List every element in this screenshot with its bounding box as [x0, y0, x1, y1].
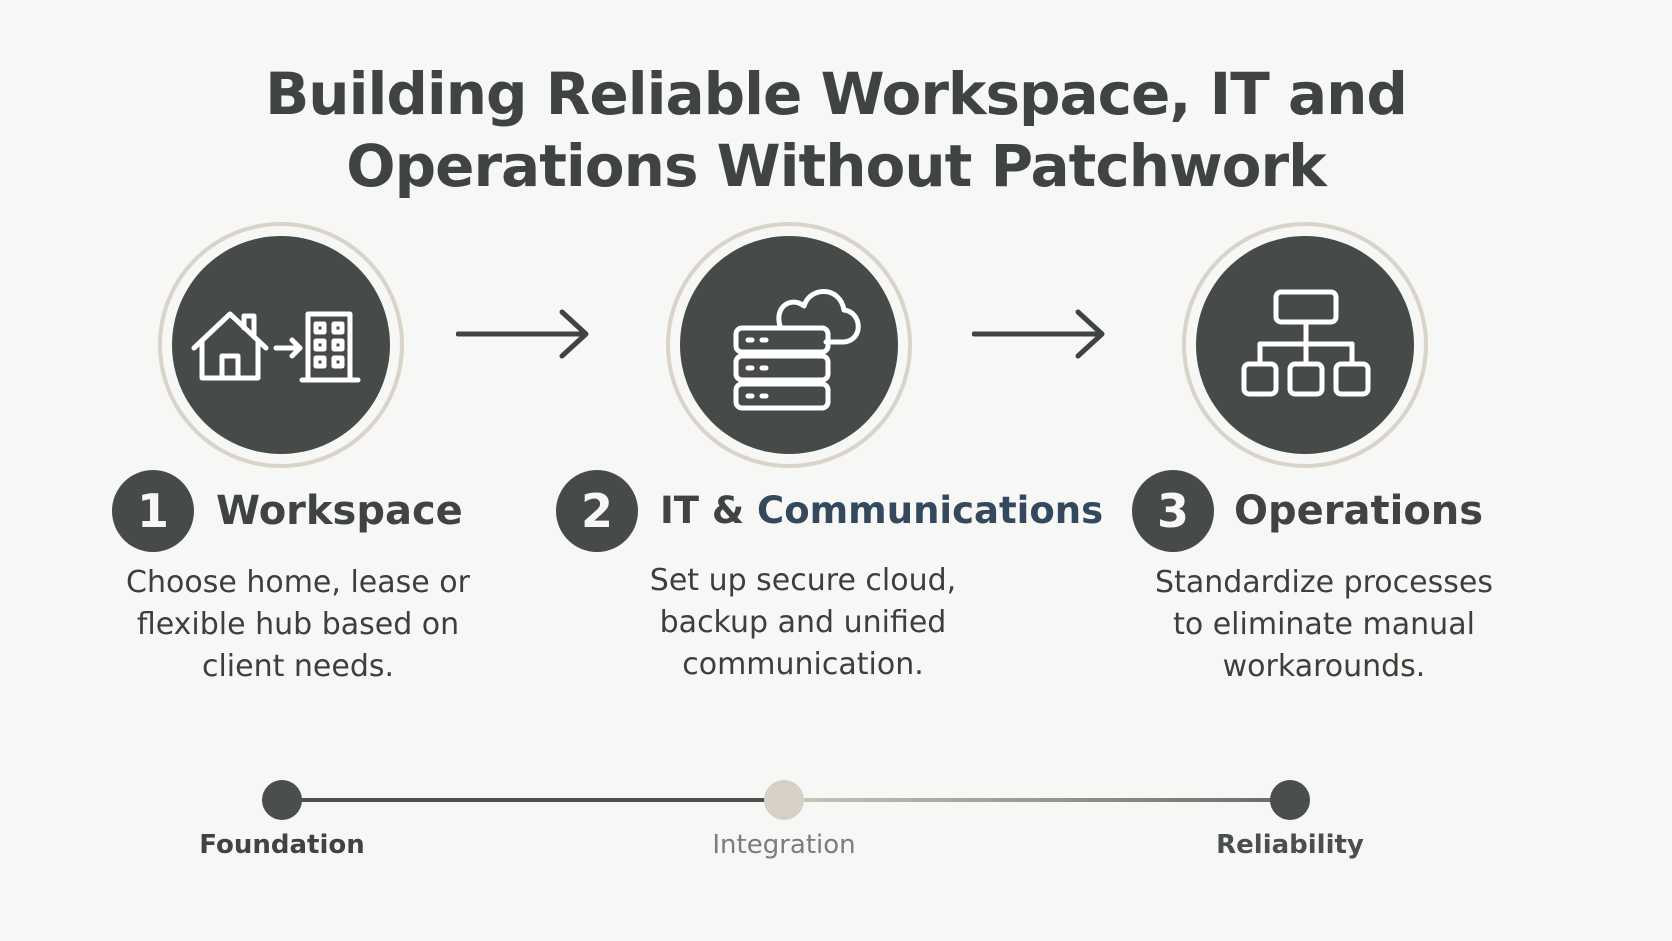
org-chart-icon [1241, 289, 1371, 397]
operations-icon-circle [1182, 222, 1428, 468]
title-line-2: Operations Without Patchwork [346, 132, 1326, 200]
step-description-it: Set up secure cloud, backup and unified … [649, 563, 957, 682]
step-title-operations: Operations [1234, 488, 1484, 534]
step-description-workspace: Choose home, lease or flexible hub based… [126, 565, 470, 684]
step-title-workspace: Workspace [216, 488, 463, 534]
it-icon-circle [666, 222, 912, 468]
timeline-segment-1 [300, 798, 766, 802]
step-number-3: 3 [1132, 470, 1214, 552]
timeline-label-integration: Integration [712, 830, 856, 860]
timeline-dot-foundation [262, 780, 302, 820]
timeline-segment-2 [804, 798, 1274, 802]
timeline-label-foundation: Foundation [199, 830, 365, 860]
step-number-2: 2 [556, 470, 638, 552]
timeline-dot-integration [764, 780, 804, 820]
arrow-right-icon [972, 309, 1105, 359]
timeline-label-reliability: Reliability [1216, 830, 1364, 860]
arrow-right-icon [456, 309, 589, 359]
step-title-it-communications: IT & Communications [660, 489, 1104, 532]
page-title: Building Reliable Workspace, IT and Oper… [0, 58, 1672, 202]
timeline-dot-reliability [1270, 780, 1310, 820]
home-to-building-icon [191, 311, 361, 383]
workspace-icon-circle [158, 222, 404, 468]
step-description-operations: Standardize processes to eliminate manua… [1155, 565, 1493, 684]
step-number-1: 1 [112, 470, 194, 552]
title-line-1: Building Reliable Workspace, IT and [265, 60, 1408, 128]
cloud-server-icon [733, 289, 861, 411]
